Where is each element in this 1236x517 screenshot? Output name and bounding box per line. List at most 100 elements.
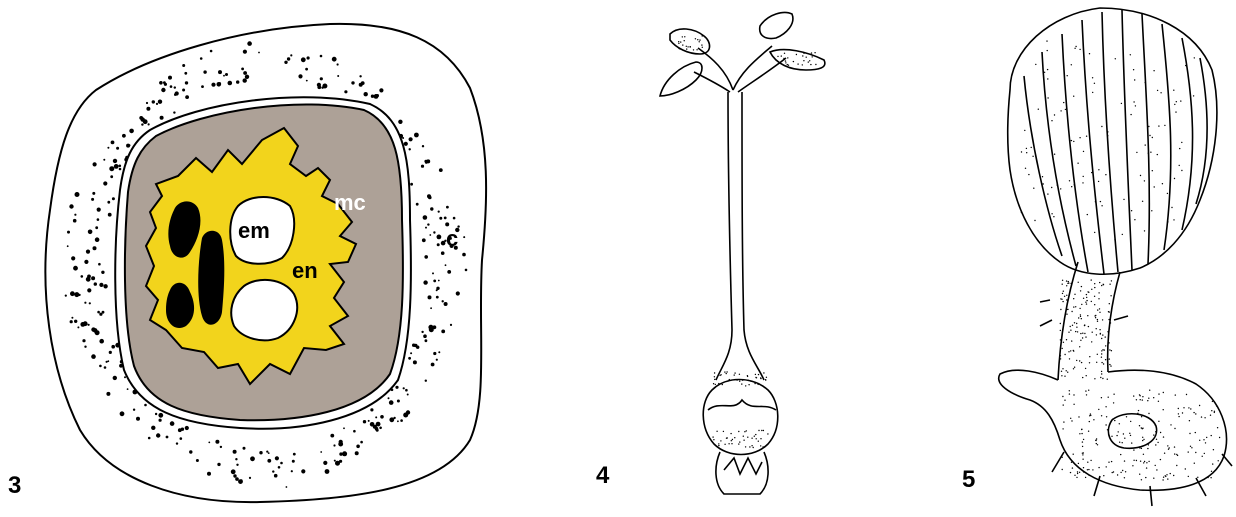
stipple-dot [1107,135,1108,136]
stipple-dot [109,351,112,354]
stipple-dot [1130,421,1131,422]
stipple-dot [320,55,323,58]
stipple-dot [1167,478,1168,479]
stipple-dot [437,235,442,240]
stipple-dot [1085,390,1086,391]
stipple-dot [714,379,715,380]
stipple-dot [444,302,448,306]
stipple-dot [1082,453,1083,454]
stipple-dot [1164,453,1165,454]
stipple-dot [1081,429,1082,430]
stipple-dot [1083,176,1084,177]
stipple-dot [1141,427,1142,428]
stipple-dot [679,48,680,49]
stipple-dot [220,446,222,448]
stipple-dot [1142,201,1143,202]
stipple-dot [1101,357,1102,358]
lobe-top-right [760,13,793,39]
stipple-dot [1175,111,1176,112]
stipple-dot [116,147,119,150]
stipple-dot [1218,460,1219,461]
stipple-dot [1071,140,1072,141]
stipple-dot [235,458,237,460]
stipple-dot [1081,304,1082,305]
stipple-dot [1103,475,1104,476]
stipple-dot [1121,103,1122,104]
stipple-dot [95,330,100,335]
stipple-dot [1086,297,1087,298]
stipple-dot [1163,436,1164,437]
stipple-dot [1160,432,1161,433]
stipple-dot [1074,322,1075,323]
stipple-dot [1173,219,1174,220]
stipple-dot [70,320,73,323]
stipple-dot [1098,292,1099,293]
stipple-dot [425,227,427,229]
stipple-dot [1131,210,1132,211]
stipple-dot [1098,409,1099,410]
stipple-dot [1144,180,1145,181]
stipple-dot [463,236,465,238]
stipple-dot [1133,460,1134,461]
stipple-dot [1075,46,1076,47]
stipple-dot [272,470,274,472]
stipple-dot [1216,405,1217,406]
stipple-dot [173,111,175,113]
stipple-dot [1181,142,1182,143]
stipple-dot [1135,105,1136,106]
stipple-dot [465,269,468,272]
stipple-dot [108,213,112,217]
stipple-dot [1090,415,1091,416]
stipple-dot [446,206,449,209]
stipple-dot [97,218,100,221]
stipple-dot [1086,294,1087,295]
stipple-dot [812,56,813,57]
stipple-dot [701,44,702,45]
stipple-dot [1096,362,1097,363]
stipple-dot [184,72,187,75]
stipple-dot [714,376,715,377]
stipple-dot [1145,144,1146,145]
stipple-dot [1109,303,1110,304]
stipple-dot [1116,435,1117,436]
stipple-dot [702,35,703,36]
stipple-dot [1102,349,1103,350]
stipple-dot [1092,469,1093,470]
stipple-dot [1086,375,1087,376]
stipple-dot [1092,332,1093,333]
stipple-dot [243,78,247,82]
stipple-dot [1054,154,1055,155]
stipple-dot [1153,70,1154,71]
stipple-dot [441,330,445,334]
stipple-dot [1078,317,1079,318]
stipple-dot [364,92,368,96]
stipple-dot [241,68,244,71]
stipple-dot [1155,431,1156,432]
dense-body-2 [198,231,224,325]
stipple-dot [122,134,126,138]
stipple-dot [1142,440,1143,441]
stipple-dot [292,460,295,463]
stipple-dot [1086,394,1087,395]
stipple-dot [1148,126,1149,127]
stipple-dot [409,148,411,150]
stipple-dot [1157,154,1158,155]
stipple-dot [716,431,717,432]
stipple-dot [728,443,729,444]
stipple-dot [233,450,237,454]
stipple-dot [71,256,75,260]
stipple-dot [1136,152,1137,153]
stipple-dot [317,85,321,89]
stipple-dot [741,383,742,384]
stipple-dot [760,438,761,439]
stipple-dot [1064,354,1065,355]
stipple-dot [1051,120,1052,121]
stipple-dot [423,215,428,220]
stipple-dot [1133,101,1134,102]
stipple-dot [156,433,160,437]
stipple-dot [1073,454,1074,455]
stipple-dot [363,420,366,423]
seedling-stipple [678,35,817,448]
stipple-dot [1047,78,1048,79]
stipple-dot [1047,50,1048,51]
